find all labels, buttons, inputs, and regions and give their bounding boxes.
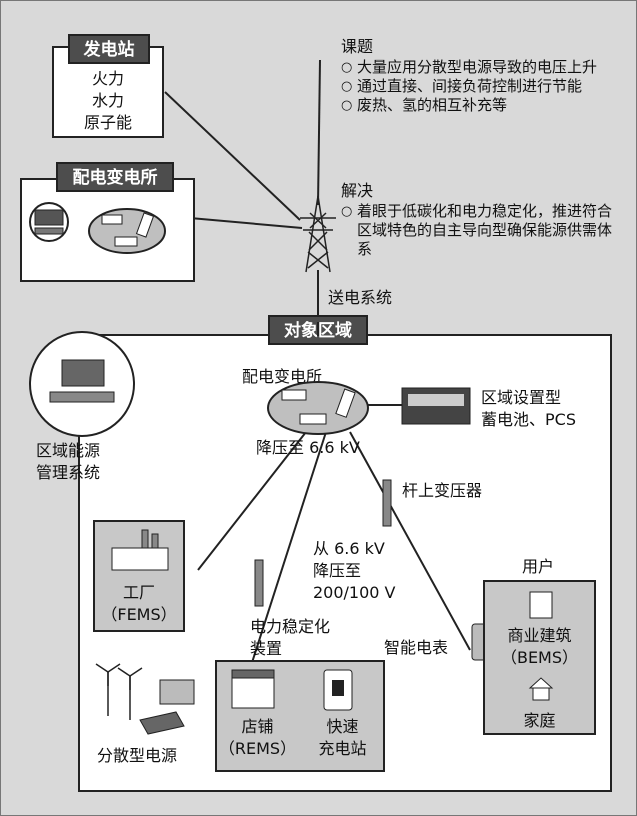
issue-item: 通过直接、间接负荷控制进行节能 xyxy=(341,77,611,96)
store-label-1: 店铺 xyxy=(241,717,274,736)
power-plant-title: 发电站 xyxy=(68,34,150,64)
store-label-2: （REMS） xyxy=(218,739,297,758)
ems-label-2: 管理系统 xyxy=(36,463,101,482)
consumer-title: 用户 xyxy=(522,557,555,576)
home-label: 家庭 xyxy=(523,711,556,730)
battery-label-1: 区域设置型 xyxy=(481,388,562,407)
monitor-icon xyxy=(34,209,64,226)
commercial-label-2: （BEMS） xyxy=(500,648,579,667)
power-plant-item-thermal: 火力 xyxy=(91,69,124,88)
solution-list: 着眼于低碳化和电力稳定化，推进符合区域特色的自主导向型确保能源供需体系 xyxy=(341,202,616,259)
smart-meter-label: 智能电表 xyxy=(384,638,449,657)
generator-icon xyxy=(159,679,195,705)
power-plant-item-nuclear: 原子能 xyxy=(83,113,132,132)
solution-item: 着眼于低碳化和电力稳定化，推进符合区域特色的自主导向型确保能源供需体系 xyxy=(341,202,616,259)
issue-item: 大量应用分散型电源导致的电压上升 xyxy=(341,58,611,77)
area-substation-label: 配电变电所 xyxy=(242,367,323,386)
distributed-label: 分散型电源 xyxy=(97,746,178,765)
transformer-block-icon xyxy=(135,212,155,238)
stabilizer-label-1: 电力稳定化 xyxy=(250,617,331,636)
transformer-block-icon xyxy=(114,236,138,247)
line-plant-tower xyxy=(164,91,301,221)
step-down-2-l2: 降压至 xyxy=(313,561,362,580)
issue-item: 废热、氢的相互补充等 xyxy=(341,96,611,115)
commercial-label-1: 商业建筑 xyxy=(507,626,572,645)
battery-label-2: 蓄电池、PCS xyxy=(481,410,576,429)
transformer-block-icon xyxy=(101,214,123,225)
transmission-label: 送电系统 xyxy=(328,288,393,307)
solar-panel-icon xyxy=(139,711,185,735)
step-down-2-l1: 从 6.6 kV xyxy=(313,539,385,558)
power-plant-item-hydro: 水力 xyxy=(91,91,124,110)
line-substation-tower xyxy=(189,217,303,229)
building-icon xyxy=(529,591,553,619)
step-down-label: 降压至 6.6 kV xyxy=(256,438,360,457)
charger-label-2: 充电站 xyxy=(318,739,367,758)
factory-label-2: （FEMS） xyxy=(101,605,177,624)
stabilizer-label-2: 装置 xyxy=(250,639,283,658)
pole-transformer-label: 杆上变压器 xyxy=(402,481,483,500)
line-issues-tower xyxy=(317,59,321,206)
factory-box xyxy=(93,520,185,632)
issues-list: 大量应用分散型电源导致的电压上升 通过直接、间接负荷控制进行节能 废热、氢的相互… xyxy=(341,58,611,115)
step-down-2-l3: 200/100 V xyxy=(313,583,396,602)
issues-title: 课题 xyxy=(341,37,374,56)
ems-label-1: 区域能源 xyxy=(36,441,101,460)
solution-title: 解决 xyxy=(341,181,374,200)
keyboard-icon xyxy=(34,227,64,235)
top-substation-title: 配电变电所 xyxy=(56,162,174,192)
factory-label-1: 工厂 xyxy=(122,583,155,602)
charger-label-1: 快速 xyxy=(326,717,359,736)
